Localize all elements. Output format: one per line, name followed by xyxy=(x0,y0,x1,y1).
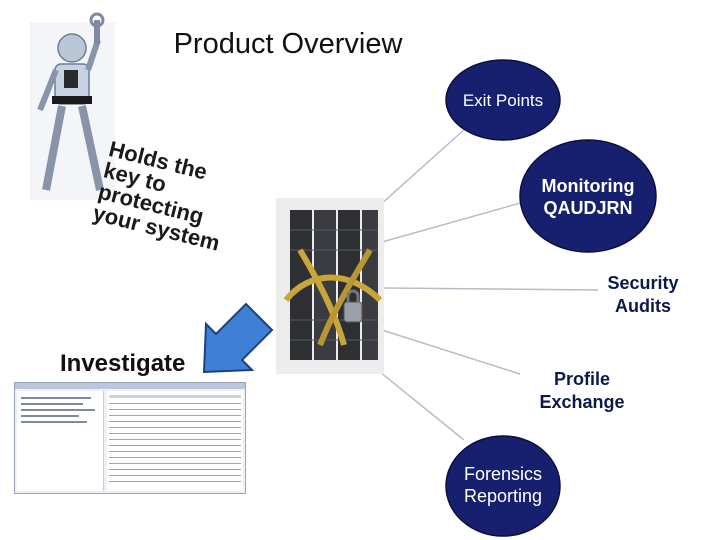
software-screenshot-thumbnail xyxy=(14,382,246,494)
thumbnail-grid-pane xyxy=(107,391,243,491)
exit-points-label: Exit Points xyxy=(462,91,544,110)
security-audits-label: Security Audits xyxy=(607,273,679,316)
profile-exchange-label: Profile Exchange xyxy=(539,369,625,412)
connector-profile-exchange xyxy=(381,329,521,375)
thumbnail-tree-pane xyxy=(17,391,104,491)
exit-points-bubble xyxy=(445,59,561,141)
page-title: Product Overview xyxy=(173,28,403,60)
connector-lines xyxy=(379,127,599,441)
connector-monitoring xyxy=(381,201,525,243)
monitoring-label: Monitoring QAUDJRN xyxy=(541,176,635,218)
forensics-bubble xyxy=(445,435,561,537)
locked-server-icon xyxy=(276,198,384,374)
investigate-label: Investigate xyxy=(60,350,186,377)
connector-forensics xyxy=(379,371,465,441)
investigate-arrow xyxy=(202,302,274,374)
connector-exit-points xyxy=(379,127,467,206)
thumbnail-titlebar xyxy=(15,383,245,389)
connector-security-audits xyxy=(383,287,599,291)
robot-holding-key-icon xyxy=(30,12,115,200)
forensics-label: Forensics Reporting xyxy=(463,464,543,506)
monitoring-bubble xyxy=(519,139,657,253)
